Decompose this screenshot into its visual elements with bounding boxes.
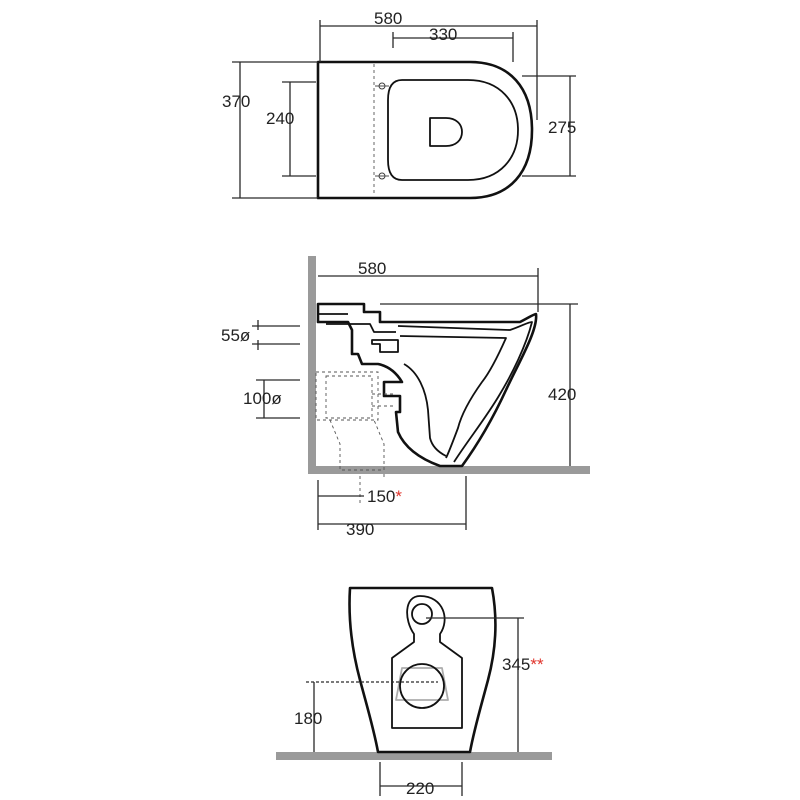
top-dim-370: 370 xyxy=(222,92,250,111)
top-view-outline xyxy=(316,60,534,200)
back-view: 345** 180 220 xyxy=(276,586,552,798)
side-dim-100: 100ø xyxy=(243,389,282,408)
back-dim-345: 345** xyxy=(502,655,544,674)
back-view-inlet xyxy=(411,603,433,625)
top-view-seat xyxy=(387,79,519,181)
back-view-recess xyxy=(391,595,463,729)
top-view-bowl-hole xyxy=(429,117,463,147)
side-dim-420: 420 xyxy=(548,385,576,404)
top-dim-330: 330 xyxy=(429,25,457,44)
back-floor xyxy=(276,752,552,760)
side-view-body xyxy=(316,302,538,468)
side-view-outlet-pipe xyxy=(315,371,379,421)
side-floor xyxy=(308,466,590,474)
top-view: 580 330 370 240 275 xyxy=(222,9,576,200)
back-view-outlet xyxy=(399,663,445,709)
top-dim-275: 275 xyxy=(548,118,576,137)
side-wall xyxy=(308,256,316,474)
side-dim-580: 580 xyxy=(358,259,386,278)
back-dim-180: 180 xyxy=(294,709,322,728)
top-dim-580: 580 xyxy=(374,9,402,28)
side-dim-55: 55ø xyxy=(221,326,250,345)
side-view-trap xyxy=(403,363,447,457)
back-dim-220: 220 xyxy=(406,779,434,798)
side-view: 580 420 55ø 100ø 150* 390 xyxy=(221,256,590,539)
back-view-body xyxy=(348,586,497,754)
side-dim-390: 390 xyxy=(346,520,374,539)
top-dim-240: 240 xyxy=(266,109,294,128)
side-dim-150: 150* xyxy=(367,487,402,506)
side-view-bowl xyxy=(397,321,533,463)
